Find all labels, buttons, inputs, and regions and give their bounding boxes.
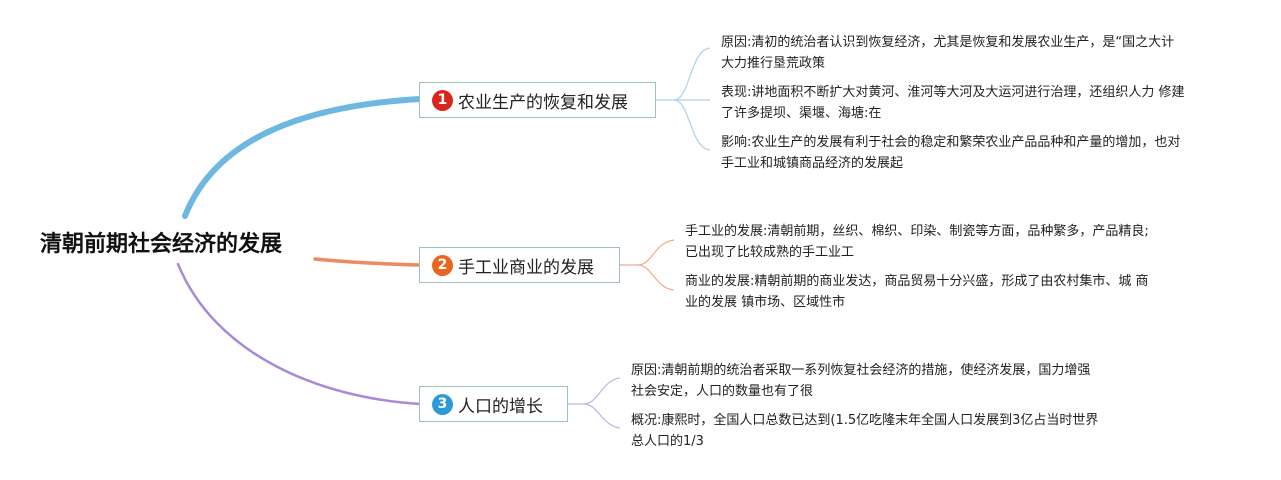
detail-line: 手工业的发展:清朝前期，丝织、棉织、印染、制瓷等方面，品种繁多，产品精良; [685,224,1149,239]
detail-agriculture-performance[interactable]: 表现:讲地面积不断扩大对黄河、淮河等大河及大运河进行治理，还组织人力 修建 了许… [721,82,1185,124]
branch-connector-2 [313,257,422,267]
leaf-connector-1-3 [673,99,711,151]
leaf-connector-2-1 [620,239,675,266]
detail-line: 概况:康熙时，全国人口总数已达到(1.5亿吃隆末年全国人口发展到3亿占当时世界 [631,413,1099,428]
detail-line: 影响:农业生产的发展有利于社会的稳定和繁荣农业产品品种和产量的增加，也对 [721,135,1181,150]
root-topic[interactable]: 清朝前期社会经济的发展 [40,232,283,257]
number-badge-1: 1 [432,89,453,111]
detail-line: 社会安定，人口的数量也有了很 [631,384,814,399]
detail-line: 原因:清朝前期的统治者采取一系列恢复社会经济的措施，使经济发展，国力增强 [631,363,1091,378]
detail-population-overview[interactable]: 概况:康熙时，全国人口总数已达到(1.5亿吃隆末年全国人口发展到3亿占当时世界 … [631,410,1098,452]
detail-line: 表现:讲地面积不断扩大对黄河、淮河等大河及大运河进行治理，还组织人力 修建 [721,85,1185,100]
detail-line: 原因:清初的统治者认识到恢复经济，尤其是恢复和发展农业生产，是“国之大计 [721,35,1175,50]
topic-population[interactable]: 3 人口的增长 [419,386,568,422]
detail-population-cause[interactable]: 原因:清朝前期的统治者采取一系列恢复社会经济的措施，使经济发展，国力增强 社会安… [631,360,1090,402]
branch-connector-3 [176,262,422,406]
detail-line: 手工业和城镇商品经济的发展起 [721,156,904,171]
detail-line: 总人口的1/3 [631,434,704,449]
number-badge-2: 2 [432,254,453,276]
detail-line: 商业的发展:精朝前期的商业发达，商品贸易十分兴盛，形成了由农村集市、城 商 [685,274,1149,289]
branch-connector-1 [182,96,423,219]
detail-agriculture-cause[interactable]: 原因:清初的统治者认识到恢复经济，尤其是恢复和发展农业生产，是“国之大计 大力推… [721,32,1174,74]
detail-line: 业的发展 镇市场、区域性市 [685,295,846,310]
topic-label: 手工业商业的发展 [458,257,594,278]
detail-handicraft[interactable]: 手工业的发展:清朝前期，丝织、棉织、印染、制瓷等方面，品种繁多，产品精良; 已出… [685,221,1149,263]
detail-agriculture-impact[interactable]: 影响:农业生产的发展有利于社会的稳定和繁荣农业产品品种和产量的增加，也对 手工业… [721,132,1180,174]
topic-label: 人口的增长 [458,396,543,417]
topic-handicraft-commerce[interactable]: 2 手工业商业的发展 [419,247,620,283]
leaf-connector-1-1 [656,47,711,101]
topic-agriculture[interactable]: 1 农业生产的恢复和发展 [419,82,656,118]
leaf-connector-3-1 [568,377,621,405]
number-badge-3: 3 [432,393,453,415]
detail-line: 已出现了比较成熟的手工业工 [685,245,855,260]
leaf-connector-2-2 [637,264,675,291]
detail-commerce[interactable]: 商业的发展:精朝前期的商业发达，商品贸易十分兴盛，形成了由农村集市、城 商 业的… [685,271,1149,313]
leaf-connector-3-2 [583,403,621,429]
detail-line: 了许多提坝、渠堰、海塘:在 [721,106,882,121]
topic-label: 农业生产的恢复和发展 [458,92,628,113]
detail-line: 大力推行垦荒政策 [721,56,826,71]
